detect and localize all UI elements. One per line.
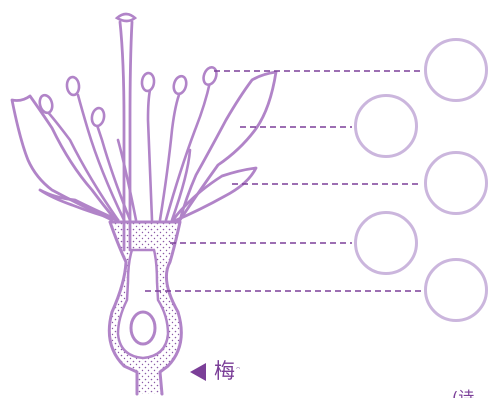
anthers (38, 65, 218, 128)
anther (140, 71, 156, 93)
anther (90, 106, 106, 128)
petals (10, 70, 278, 224)
caption-text: 梅 (214, 359, 235, 383)
leader-lines (145, 70, 422, 292)
receptacle-outline (107, 220, 183, 396)
label-circle-1[interactable] (424, 38, 488, 102)
anther (65, 75, 81, 97)
pistil-style (118, 20, 134, 252)
stamens (44, 80, 212, 222)
label-circle-5[interactable] (424, 258, 488, 322)
petal-left-inner (38, 188, 120, 222)
anther (38, 93, 54, 115)
anther (202, 65, 218, 87)
triangle-left-icon (190, 362, 206, 381)
figure-caption: 梅 ᵔ (190, 361, 241, 382)
anther (172, 74, 188, 96)
label-circle-2[interactable] (354, 94, 418, 158)
petal-right-lower (170, 166, 258, 224)
corner-note: (诗 (452, 388, 475, 398)
petal-right (178, 70, 278, 222)
caption-suffix-mark: ᵔ (236, 364, 241, 377)
label-circle-3[interactable] (424, 151, 488, 215)
label-circle-4[interactable] (354, 211, 418, 275)
petal-left (10, 94, 116, 222)
ovule (129, 310, 157, 346)
stigma (114, 12, 138, 23)
